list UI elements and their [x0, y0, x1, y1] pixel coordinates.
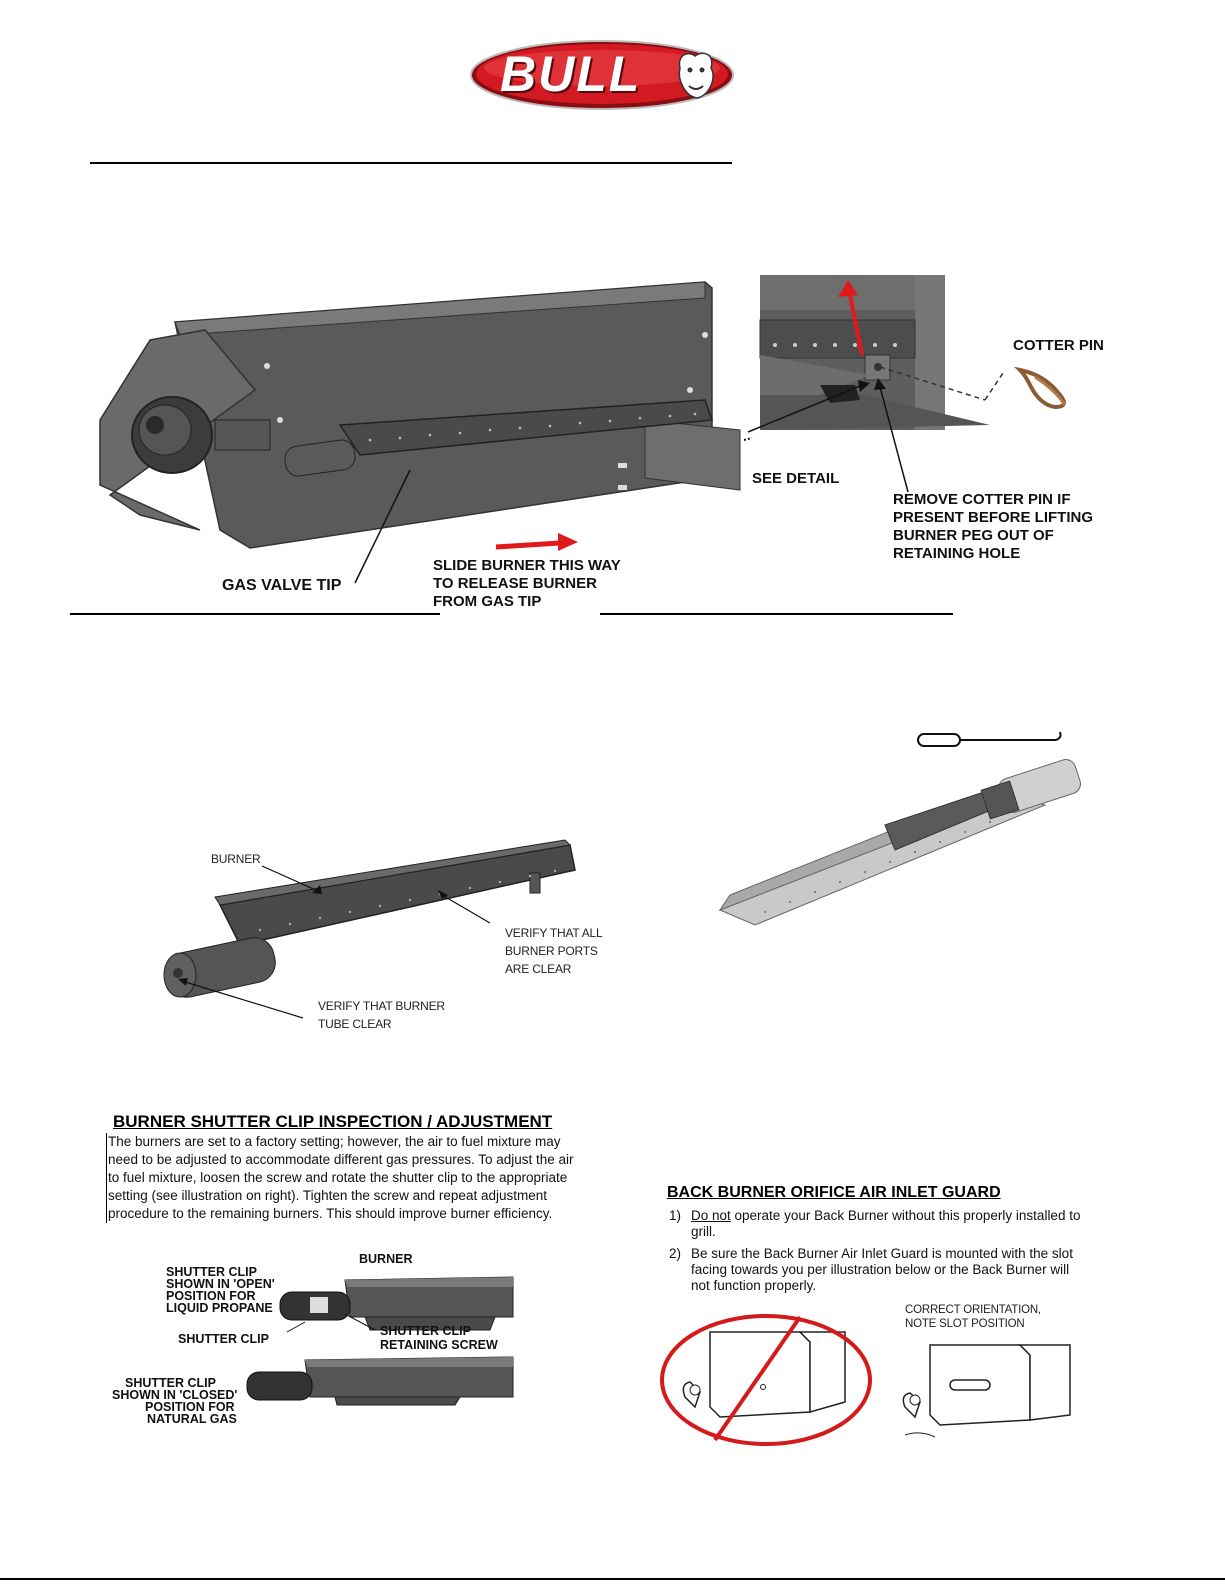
shutter-section-body: The burners are set to a factory setting… — [106, 1133, 586, 1223]
cotter-pin-label: COTTER PIN — [1013, 337, 1104, 355]
gas-valve-tip-label: GAS VALVE TIP — [222, 577, 341, 595]
burner-label: BURNER — [211, 850, 260, 868]
bottom-divider — [0, 1578, 1225, 1580]
verify-tube-line1: VERIFY THAT BURNER — [318, 997, 445, 1015]
shutter-open-line4: LIQUID PROPANE — [166, 1302, 273, 1315]
correct-orientation-line1: CORRECT ORIENTATION, — [905, 1303, 1041, 1317]
figure1-divider-right — [600, 613, 953, 615]
verify-tube-line2: TUBE CLEAR — [318, 1015, 391, 1033]
shutter-section-heading: BURNER SHUTTER CLIP INSPECTION / ADJUSTM… — [113, 1112, 552, 1132]
instruction-text: operate your Back Burner without this pr… — [691, 1208, 1080, 1239]
instruction-number: 1) — [669, 1208, 681, 1224]
shutter-clip-label: SHUTTER CLIP — [178, 1330, 269, 1348]
incorrect-orientation-illustration — [660, 1312, 875, 1447]
shutter-closed-line4: NATURAL GAS — [147, 1413, 237, 1426]
remove-cotter-pin-line2: PRESENT BEFORE LIFTING — [893, 509, 1093, 527]
verify-ports-line3: ARE CLEAR — [505, 960, 571, 978]
instruction-text: Be sure the Back Burner Air Inlet Guard … — [691, 1246, 1073, 1293]
instruction-item-1: 1) Do not operate your Back Burner witho… — [669, 1208, 1089, 1240]
instruction-emphasis: Do not — [691, 1208, 731, 1223]
verify-ports-line1: VERIFY THAT ALL — [505, 924, 603, 942]
shutter-retaining-line2: RETAINING SCREW — [380, 1339, 498, 1352]
instruction-number: 2) — [669, 1246, 681, 1262]
back-burner-instructions: 1) Do not operate your Back Burner witho… — [669, 1208, 1089, 1300]
verify-ports-line2: BURNER PORTS — [505, 942, 598, 960]
correct-orientation-line2: NOTE SLOT POSITION — [905, 1317, 1025, 1331]
instruction-item-2: 2) Be sure the Back Burner Air Inlet Gua… — [669, 1246, 1089, 1294]
cleaning-tool-illustration — [916, 730, 1066, 750]
remove-cotter-pin-line4: RETAINING HOLE — [893, 545, 1020, 563]
remove-cotter-pin-line3: BURNER PEG OUT OF — [893, 527, 1054, 545]
figure1-divider-left — [70, 613, 440, 615]
see-detail-label: SEE DETAIL — [752, 470, 839, 488]
slide-burner-line1: SLIDE BURNER THIS WAY — [433, 557, 621, 575]
back-burner-illustration — [715, 760, 1095, 930]
correct-orientation-illustration — [900, 1335, 1075, 1445]
back-burner-heading: BACK BURNER ORIFICE AIR INLET GUARD — [667, 1184, 1001, 1202]
slide-burner-line3: FROM GAS TIP — [433, 593, 541, 611]
shutter-burner-label: BURNER — [359, 1250, 412, 1268]
slide-burner-line2: TO RELEASE BURNER — [433, 575, 597, 593]
shutter-retaining-line1: SHUTTER CLIP — [380, 1325, 471, 1338]
remove-cotter-pin-line1: REMOVE COTTER PIN IF — [893, 491, 1071, 509]
